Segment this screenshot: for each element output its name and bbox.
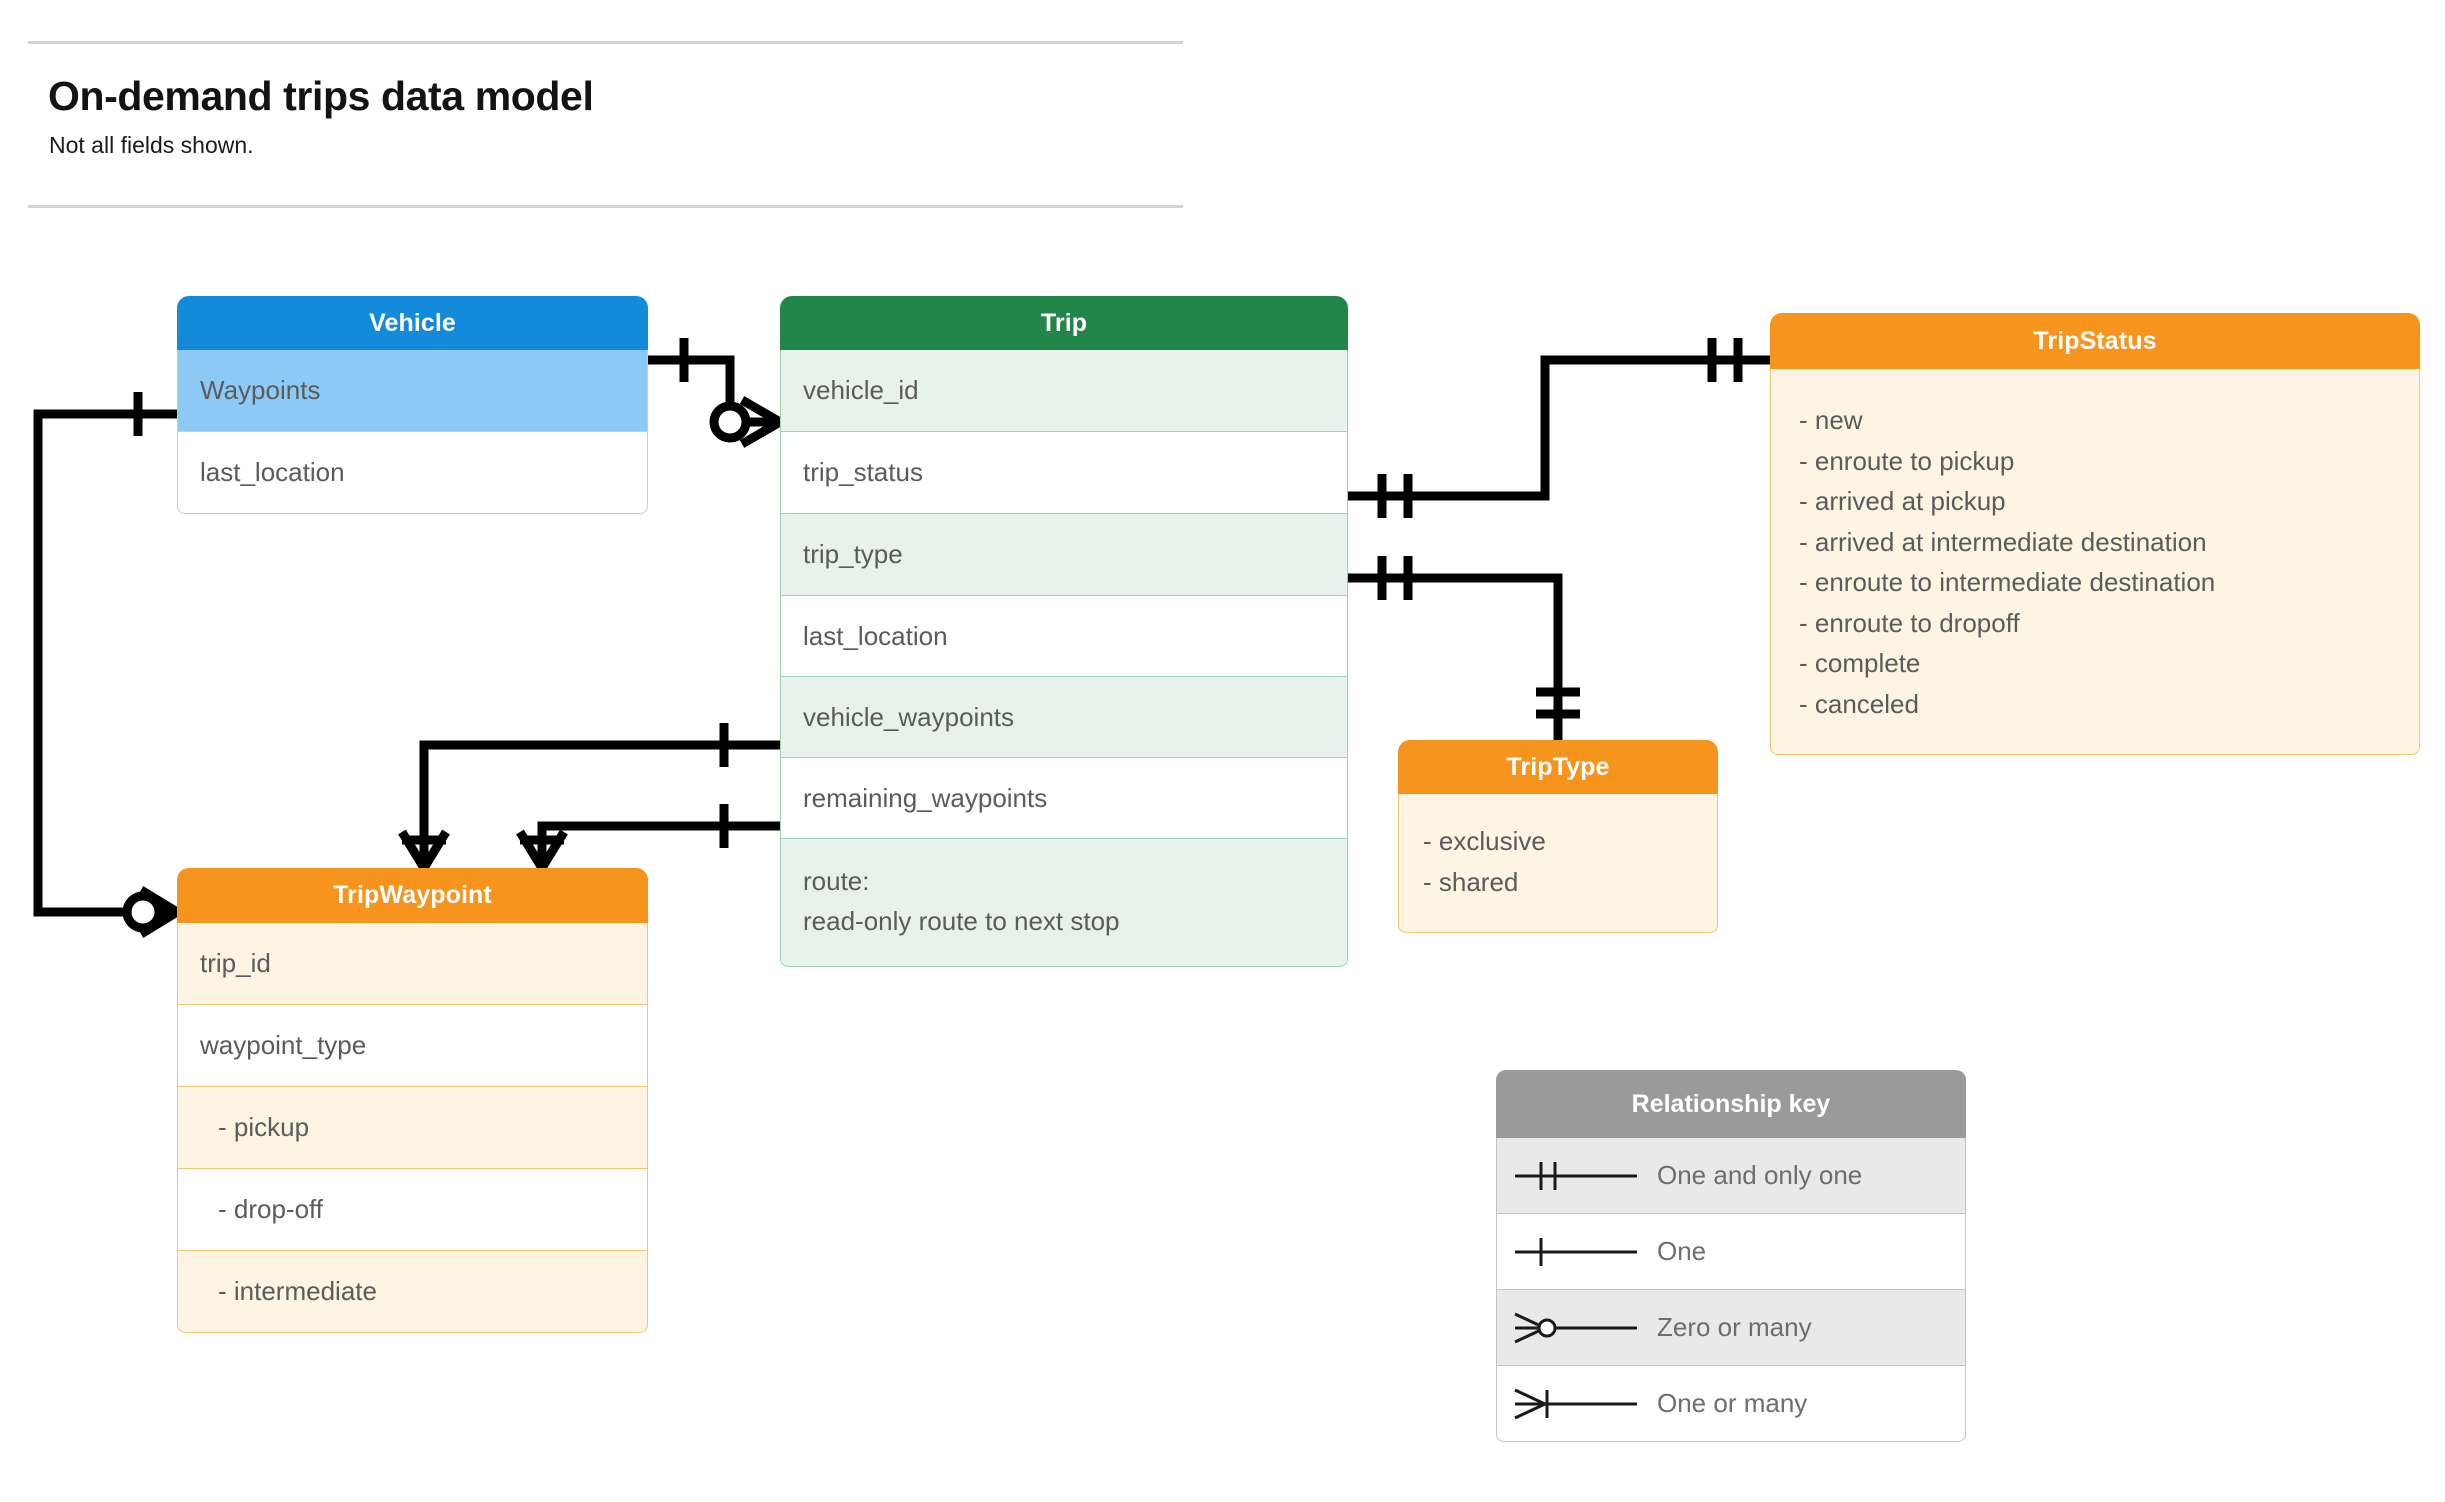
page-title: On-demand trips data model bbox=[48, 73, 594, 119]
field-trip-route[interactable]: route: read-only route to next stop bbox=[780, 839, 1348, 968]
legend-title: Relationship key bbox=[1496, 1070, 1966, 1138]
zero-or-many-icon bbox=[1497, 1306, 1657, 1350]
field-vehicle-waypoints[interactable]: Waypoints bbox=[177, 350, 648, 432]
enum-item: - enroute to pickup bbox=[1799, 445, 2015, 476]
enum-item: - enroute to intermediate destination bbox=[1799, 567, 2216, 597]
relationship-key-legend: Relationship key One and only one bbox=[1496, 1070, 1966, 1442]
field-tripwaypoint-intermediate[interactable]: - intermediate bbox=[177, 1251, 648, 1333]
header-divider-bottom bbox=[28, 205, 1183, 208]
legend-row-one-and-only-one: One and only one bbox=[1496, 1138, 1966, 1214]
legend-label: One bbox=[1657, 1236, 1707, 1266]
entity-trip-waypoint-title: TripWaypoint bbox=[177, 868, 648, 923]
field-trip-vehicle-id[interactable]: vehicle_id bbox=[780, 350, 1348, 432]
entity-trip[interactable]: Trip vehicle_id trip_status trip_type la… bbox=[780, 296, 1348, 968]
legend-row-one: One bbox=[1496, 1214, 1966, 1290]
enum-item: - exclusive bbox=[1423, 826, 1546, 856]
field-tripwaypoint-dropoff[interactable]: - drop-off bbox=[177, 1169, 648, 1251]
legend-row-one-or-many: One or many bbox=[1496, 1366, 1966, 1442]
field-trip-trip-type[interactable]: trip_type bbox=[780, 514, 1348, 596]
field-trip-last-location[interactable]: last_location bbox=[780, 596, 1348, 677]
legend-row-zero-or-many: Zero or many bbox=[1496, 1290, 1966, 1366]
field-trip-route-line1: route: bbox=[803, 866, 870, 896]
entity-trip-status[interactable]: TripStatus - new - enroute to pickup - a… bbox=[1770, 313, 2420, 755]
entity-trip-type[interactable]: TripType - exclusive - shared bbox=[1398, 740, 1718, 933]
field-trip-remaining-waypoints[interactable]: remaining_waypoints bbox=[780, 758, 1348, 839]
enum-item: - arrived at intermediate destination bbox=[1799, 526, 2207, 557]
enum-item: - complete bbox=[1799, 648, 1921, 678]
enum-item: - arrived at pickup bbox=[1799, 486, 2006, 516]
enum-item: - shared bbox=[1423, 867, 1519, 898]
entity-vehicle[interactable]: Vehicle Waypoints last_location bbox=[177, 296, 648, 514]
field-tripwaypoint-waypoint-type[interactable]: waypoint_type bbox=[177, 1005, 648, 1087]
entity-trip-type-values: - exclusive - shared bbox=[1398, 794, 1718, 933]
enum-item: - new bbox=[1799, 405, 1863, 435]
field-tripwaypoint-trip-id[interactable]: trip_id bbox=[177, 923, 648, 1005]
header-divider-top bbox=[28, 41, 1183, 44]
entity-trip-waypoint[interactable]: TripWaypoint trip_id waypoint_type - pic… bbox=[177, 868, 648, 1333]
enum-item: - enroute to dropoff bbox=[1799, 607, 2020, 638]
page-subtitle: Not all fields shown. bbox=[49, 132, 254, 158]
entity-trip-status-title: TripStatus bbox=[1770, 313, 2420, 369]
one-or-many-icon bbox=[1497, 1382, 1657, 1426]
field-tripwaypoint-pickup[interactable]: - pickup bbox=[177, 1087, 648, 1169]
entity-trip-type-title: TripType bbox=[1398, 740, 1718, 794]
legend-label: Zero or many bbox=[1657, 1312, 1812, 1342]
entity-vehicle-title: Vehicle bbox=[177, 296, 648, 350]
field-trip-vehicle-waypoints[interactable]: vehicle_waypoints bbox=[780, 677, 1348, 758]
legend-label: One or many bbox=[1657, 1388, 1808, 1418]
entity-trip-title: Trip bbox=[780, 296, 1348, 350]
entity-trip-fields: vehicle_id trip_status trip_type last_lo… bbox=[780, 350, 1348, 968]
legend-label: One and only one bbox=[1657, 1160, 1863, 1190]
entity-trip-waypoint-fields: trip_id waypoint_type - pickup - drop-of… bbox=[177, 923, 648, 1333]
field-vehicle-last-location[interactable]: last_location bbox=[177, 432, 648, 514]
field-trip-route-line2: read-only route to next stop bbox=[803, 905, 1120, 936]
one-and-only-one-icon bbox=[1497, 1154, 1657, 1198]
entity-vehicle-fields: Waypoints last_location bbox=[177, 350, 648, 514]
one-icon bbox=[1497, 1230, 1657, 1274]
field-trip-trip-status[interactable]: trip_status bbox=[780, 432, 1348, 514]
enum-item: - canceled bbox=[1799, 688, 1919, 719]
entity-trip-status-values: - new - enroute to pickup - arrived at p… bbox=[1770, 369, 2420, 755]
